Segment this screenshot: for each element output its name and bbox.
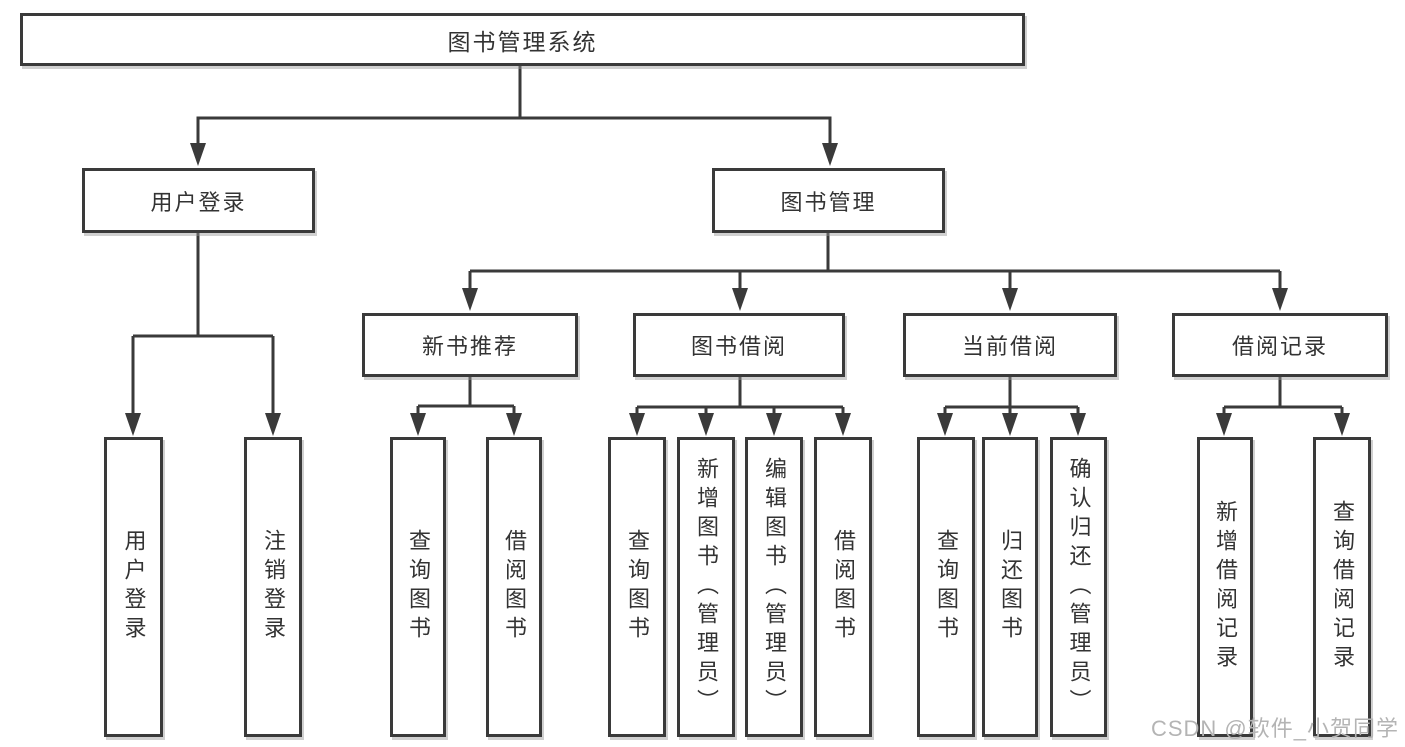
leaf-query-books-recommend: 查询图书 (390, 437, 446, 737)
leaf-edit-books-admin-label: 编辑图书（管理员） (762, 456, 787, 718)
csdn-watermark: CSDN @软件_小贺同学 (1150, 716, 1399, 741)
leaf-add-books-admin-label: 新增图书（管理员） (694, 456, 719, 718)
leaf-confirm-return-admin: 确认归还（管理员） (1050, 437, 1107, 737)
leaf-return-books: 归还图书 (982, 437, 1038, 737)
node-book-borrowing: 图书借阅 (633, 313, 845, 377)
leaf-add-books-admin: 新增图书（管理员） (677, 437, 735, 737)
node-current-borrowing-label: 当前借阅 (961, 334, 1058, 359)
node-book-borrowing-label: 图书借阅 (690, 334, 787, 359)
connector-book-management-children (462, 233, 1288, 311)
leaf-query-borrow-record-label: 查询借阅记录 (1330, 500, 1355, 674)
leaf-add-borrow-record: 新增借阅记录 (1197, 437, 1253, 737)
leaf-user-login: 用户登录 (104, 437, 163, 737)
node-root: 图书管理系统 (20, 13, 1025, 66)
node-borrowing-records-label: 借阅记录 (1231, 334, 1328, 359)
leaf-query-borrow-record: 查询借阅记录 (1313, 437, 1371, 737)
connector-root-to-level2 (190, 66, 838, 166)
node-user-login-label: 用户登录 (150, 189, 247, 215)
connector-borrowing-records-children (1216, 377, 1350, 436)
leaf-borrow-books-borrowing-label: 借阅图书 (831, 529, 856, 645)
node-root-label: 图书管理系统 (447, 28, 598, 55)
node-book-management: 图书管理 (712, 168, 945, 233)
connector-new-book-recommend-children (410, 377, 522, 436)
leaf-borrow-books-recommend: 借阅图书 (486, 437, 542, 737)
node-book-management-label: 图书管理 (780, 189, 877, 215)
leaf-query-books-current-label: 查询图书 (934, 529, 959, 645)
leaf-borrow-books-recommend-label: 借阅图书 (502, 529, 527, 645)
leaf-query-books-recommend-label: 查询图书 (406, 529, 431, 645)
leaf-logout-label: 注销登录 (261, 529, 286, 645)
leaf-query-books-borrowing: 查询图书 (608, 437, 666, 737)
leaf-user-login-label: 用户登录 (121, 529, 147, 645)
leaf-logout: 注销登录 (244, 437, 302, 737)
node-borrowing-records: 借阅记录 (1172, 313, 1388, 377)
leaf-add-borrow-record-label: 新增借阅记录 (1213, 500, 1238, 674)
leaf-query-books-current: 查询图书 (917, 437, 975, 737)
node-new-book-recommend: 新书推荐 (362, 313, 578, 377)
leaf-borrow-books-borrowing: 借阅图书 (814, 437, 872, 737)
node-new-book-recommend-label: 新书推荐 (421, 334, 518, 359)
connector-book-borrowing-children (629, 377, 851, 436)
connector-user-login-children (125, 233, 281, 436)
node-current-borrowing: 当前借阅 (903, 313, 1117, 377)
leaf-return-books-label: 归还图书 (998, 529, 1023, 645)
node-user-login: 用户登录 (82, 168, 315, 233)
leaf-confirm-return-admin-label: 确认归还（管理员） (1066, 456, 1092, 718)
connector-current-borrowing-children (937, 377, 1086, 436)
leaf-edit-books-admin: 编辑图书（管理员） (745, 437, 803, 737)
leaf-query-books-borrowing-label: 查询图书 (625, 529, 650, 645)
